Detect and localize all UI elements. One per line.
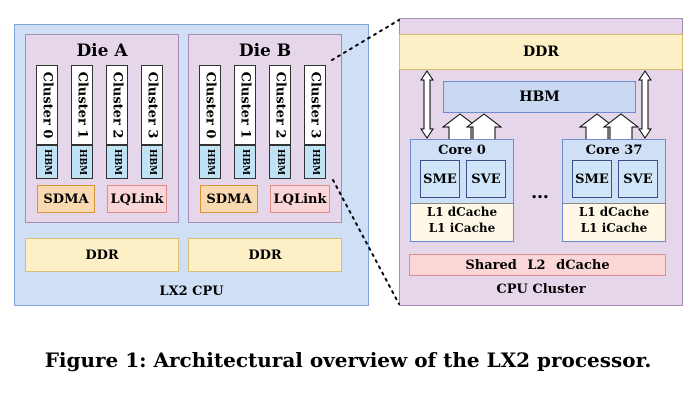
core-0-l1-cache: L1 dCache L1 iCache: [411, 203, 513, 241]
ddr-core37-arrow: [638, 70, 652, 139]
core-37-l1i: L1 iCache: [580, 221, 648, 235]
ddr-core0-arrow: [420, 70, 434, 139]
core-37-title: Core 37: [585, 143, 643, 158]
die-b-hbm-2: HBM: [269, 145, 291, 179]
die-b-sdma: SDMA: [200, 185, 258, 213]
core-37-l1d: L1 dCache: [578, 205, 650, 219]
cores-ellipsis: …: [531, 182, 549, 203]
core37-hbm-arrows: [578, 113, 640, 139]
die-b-lqlink: LQLink: [270, 185, 330, 213]
die-a-hbm-0: HBM: [36, 145, 58, 179]
die-a-hbm-3: HBM: [141, 145, 163, 179]
cpu-cluster-label: CPU Cluster: [496, 282, 586, 297]
die-a-sdma: SDMA: [37, 185, 95, 213]
die-b-cluster-3: Cluster 3: [304, 65, 326, 145]
die-b-hbm-3: HBM: [304, 145, 326, 179]
zoom-line-bottom: [332, 179, 400, 305]
die-a-hbm-2: HBM: [106, 145, 128, 179]
die-b-cluster-2: Cluster 2: [269, 65, 291, 145]
cluster-hbm: HBM: [443, 81, 636, 113]
shared-l2-cache: Shared L2 dCache: [409, 254, 666, 276]
die-b-cluster-0: Cluster 0: [199, 65, 221, 145]
die-a-title: Die A: [76, 41, 128, 61]
core-0-sve: SVE: [466, 160, 506, 198]
cluster-ddr: DDR: [399, 34, 683, 70]
zoom-line-top: [331, 19, 400, 61]
die-b-title: Die B: [238, 41, 292, 61]
die-b-ddr: DDR: [188, 238, 342, 272]
core-37-box: Core 37 SME SVE L1 dCache L1 iCache: [562, 139, 666, 242]
die-a-cluster-2: Cluster 2: [106, 65, 128, 145]
lx2-cpu-label: LX2 CPU: [159, 284, 224, 299]
die-a-cluster-1: Cluster 1: [71, 65, 93, 145]
die-a-lqlink: LQLink: [107, 185, 167, 213]
die-b-hbm-0: HBM: [199, 145, 221, 179]
core-0-l1i: L1 iCache: [428, 221, 496, 235]
core-37-sme: SME: [572, 160, 612, 198]
core-0-box: Core 0 SME SVE L1 dCache L1 iCache: [410, 139, 514, 242]
die-a-cluster-0: Cluster 0: [36, 65, 58, 145]
core-0-sme: SME: [420, 160, 460, 198]
core-0-l1d: L1 dCache: [426, 205, 498, 219]
figure-caption: Figure 1: Architectural overview of the …: [44, 348, 652, 372]
core-37-sve: SVE: [618, 160, 658, 198]
die-a-hbm-1: HBM: [71, 145, 93, 179]
die-b-cluster-1: Cluster 1: [234, 65, 256, 145]
die-a-ddr: DDR: [25, 238, 179, 272]
core0-hbm-arrows: [441, 113, 503, 139]
die-a-cluster-3: Cluster 3: [141, 65, 163, 145]
core-0-title: Core 0: [438, 143, 486, 158]
die-b-hbm-1: HBM: [234, 145, 256, 179]
core-37-l1-cache: L1 dCache L1 iCache: [563, 203, 665, 241]
